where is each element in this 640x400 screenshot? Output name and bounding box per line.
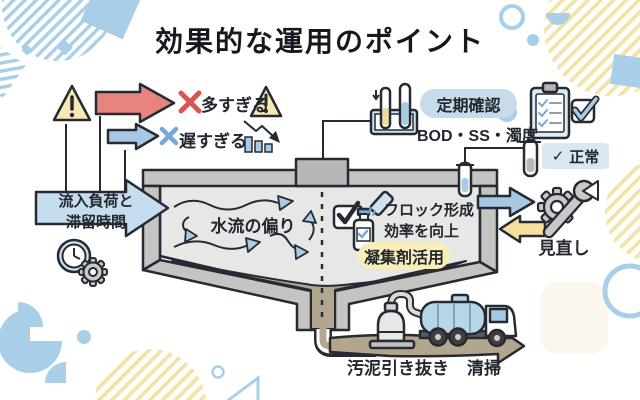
parameters-label: BOD・SS・濁度 bbox=[417, 128, 538, 145]
gear-icon bbox=[78, 257, 108, 287]
deco-ring-bottom-right bbox=[602, 263, 640, 319]
deco-fan-top-right bbox=[546, 13, 570, 25]
slow-arrow bbox=[106, 122, 160, 151]
inflow-arrow bbox=[34, 178, 170, 238]
page-title: 効果的な運用のポイント bbox=[154, 26, 485, 57]
feedback-arrow bbox=[498, 214, 547, 244]
inflow-issues bbox=[52, 82, 283, 153]
deco-ring-top-right bbox=[499, 4, 525, 30]
test-tube-rack-icon bbox=[369, 82, 419, 136]
outflow-arrow bbox=[476, 186, 536, 218]
checkbox-icon bbox=[570, 95, 600, 124]
sludge-removal-label: 汚泥引き抜き bbox=[347, 359, 449, 378]
connector-tube-to-sample bbox=[464, 147, 525, 164]
normal-badge: ✓ 正常 bbox=[542, 143, 609, 169]
inflow-label-line2: 滞留時間 bbox=[65, 214, 126, 231]
review-label: 見直し bbox=[538, 239, 590, 258]
connector-rack-to-tank bbox=[322, 120, 371, 159]
sampling-platform bbox=[294, 157, 350, 188]
sample-test-tube-icon bbox=[520, 138, 541, 178]
deco-cream-square bbox=[540, 282, 608, 354]
tank-test-tube-icon bbox=[456, 161, 474, 198]
maintenance-labels: 汚泥引き抜き 清掃 bbox=[347, 354, 501, 379]
inflow-label: 流入負荷と 滞留時間 bbox=[38, 191, 154, 233]
gear-wrench-icon bbox=[536, 179, 599, 239]
too-slow-label: 遅すぎる bbox=[179, 132, 247, 151]
deco-diamond-small bbox=[57, 39, 73, 56]
flow-bias-arrows bbox=[173, 195, 317, 260]
pouring-vial-icon bbox=[367, 190, 394, 216]
truck-window bbox=[488, 307, 509, 324]
deco-fan-bottom-left bbox=[45, 362, 66, 383]
deco-striped-circle-mid-right bbox=[605, 164, 640, 260]
too-much-label: 多すぎる bbox=[201, 96, 269, 115]
check-square-icon bbox=[332, 200, 364, 230]
deco-ring-bottom-center bbox=[211, 365, 225, 379]
deco-striped-diamond-left bbox=[0, 42, 26, 98]
warning-icon-right bbox=[249, 85, 283, 118]
deco-diamond-tiny bbox=[21, 44, 33, 56]
monitoring-group bbox=[369, 81, 600, 198]
vacuum-truck-icon bbox=[418, 293, 518, 348]
overload-arrow bbox=[94, 82, 176, 124]
coagulant-badge: 凝集剤活用 bbox=[358, 242, 450, 269]
sludge-layer bbox=[171, 260, 467, 330]
deco-triangle-bottom bbox=[226, 375, 260, 400]
floc-improve-line2: 効率を向上 bbox=[384, 223, 460, 240]
cross-icon-slow bbox=[159, 126, 179, 146]
review-group bbox=[476, 179, 599, 244]
deco-striped-circle-bottom bbox=[94, 349, 206, 400]
sludge-pump-icon bbox=[368, 289, 428, 350]
warning-icon-left bbox=[52, 84, 92, 122]
deco-pie-three-quarter bbox=[0, 309, 62, 373]
deco-square-top-left bbox=[80, 0, 142, 40]
normal-label: 正常 bbox=[569, 148, 600, 166]
deco-square-right bbox=[610, 54, 640, 88]
cleaning-label: 清掃 bbox=[467, 359, 501, 378]
inflow-label-line1: 流入負荷と bbox=[58, 193, 134, 210]
deco-dot-bottom-left bbox=[77, 330, 91, 344]
sludge-removal-scene bbox=[314, 289, 526, 365]
flow-bias-label: 水流の偏り bbox=[210, 217, 296, 236]
settling-tank bbox=[141, 157, 499, 332]
normal-check-mark: ✓ bbox=[551, 148, 565, 165]
deco-dot-top-right bbox=[527, 34, 539, 46]
inflow-group bbox=[34, 178, 170, 287]
periodic-check-badge: 定期確認 bbox=[420, 89, 517, 118]
floc-improve-label: フロック形成 効率を向上 bbox=[384, 200, 474, 242]
floc-improve-line1: フロック形成 bbox=[384, 202, 475, 219]
clipboard-icon bbox=[529, 81, 571, 140]
cross-icon-overload bbox=[178, 90, 202, 114]
declining-chart-icon bbox=[243, 120, 280, 153]
